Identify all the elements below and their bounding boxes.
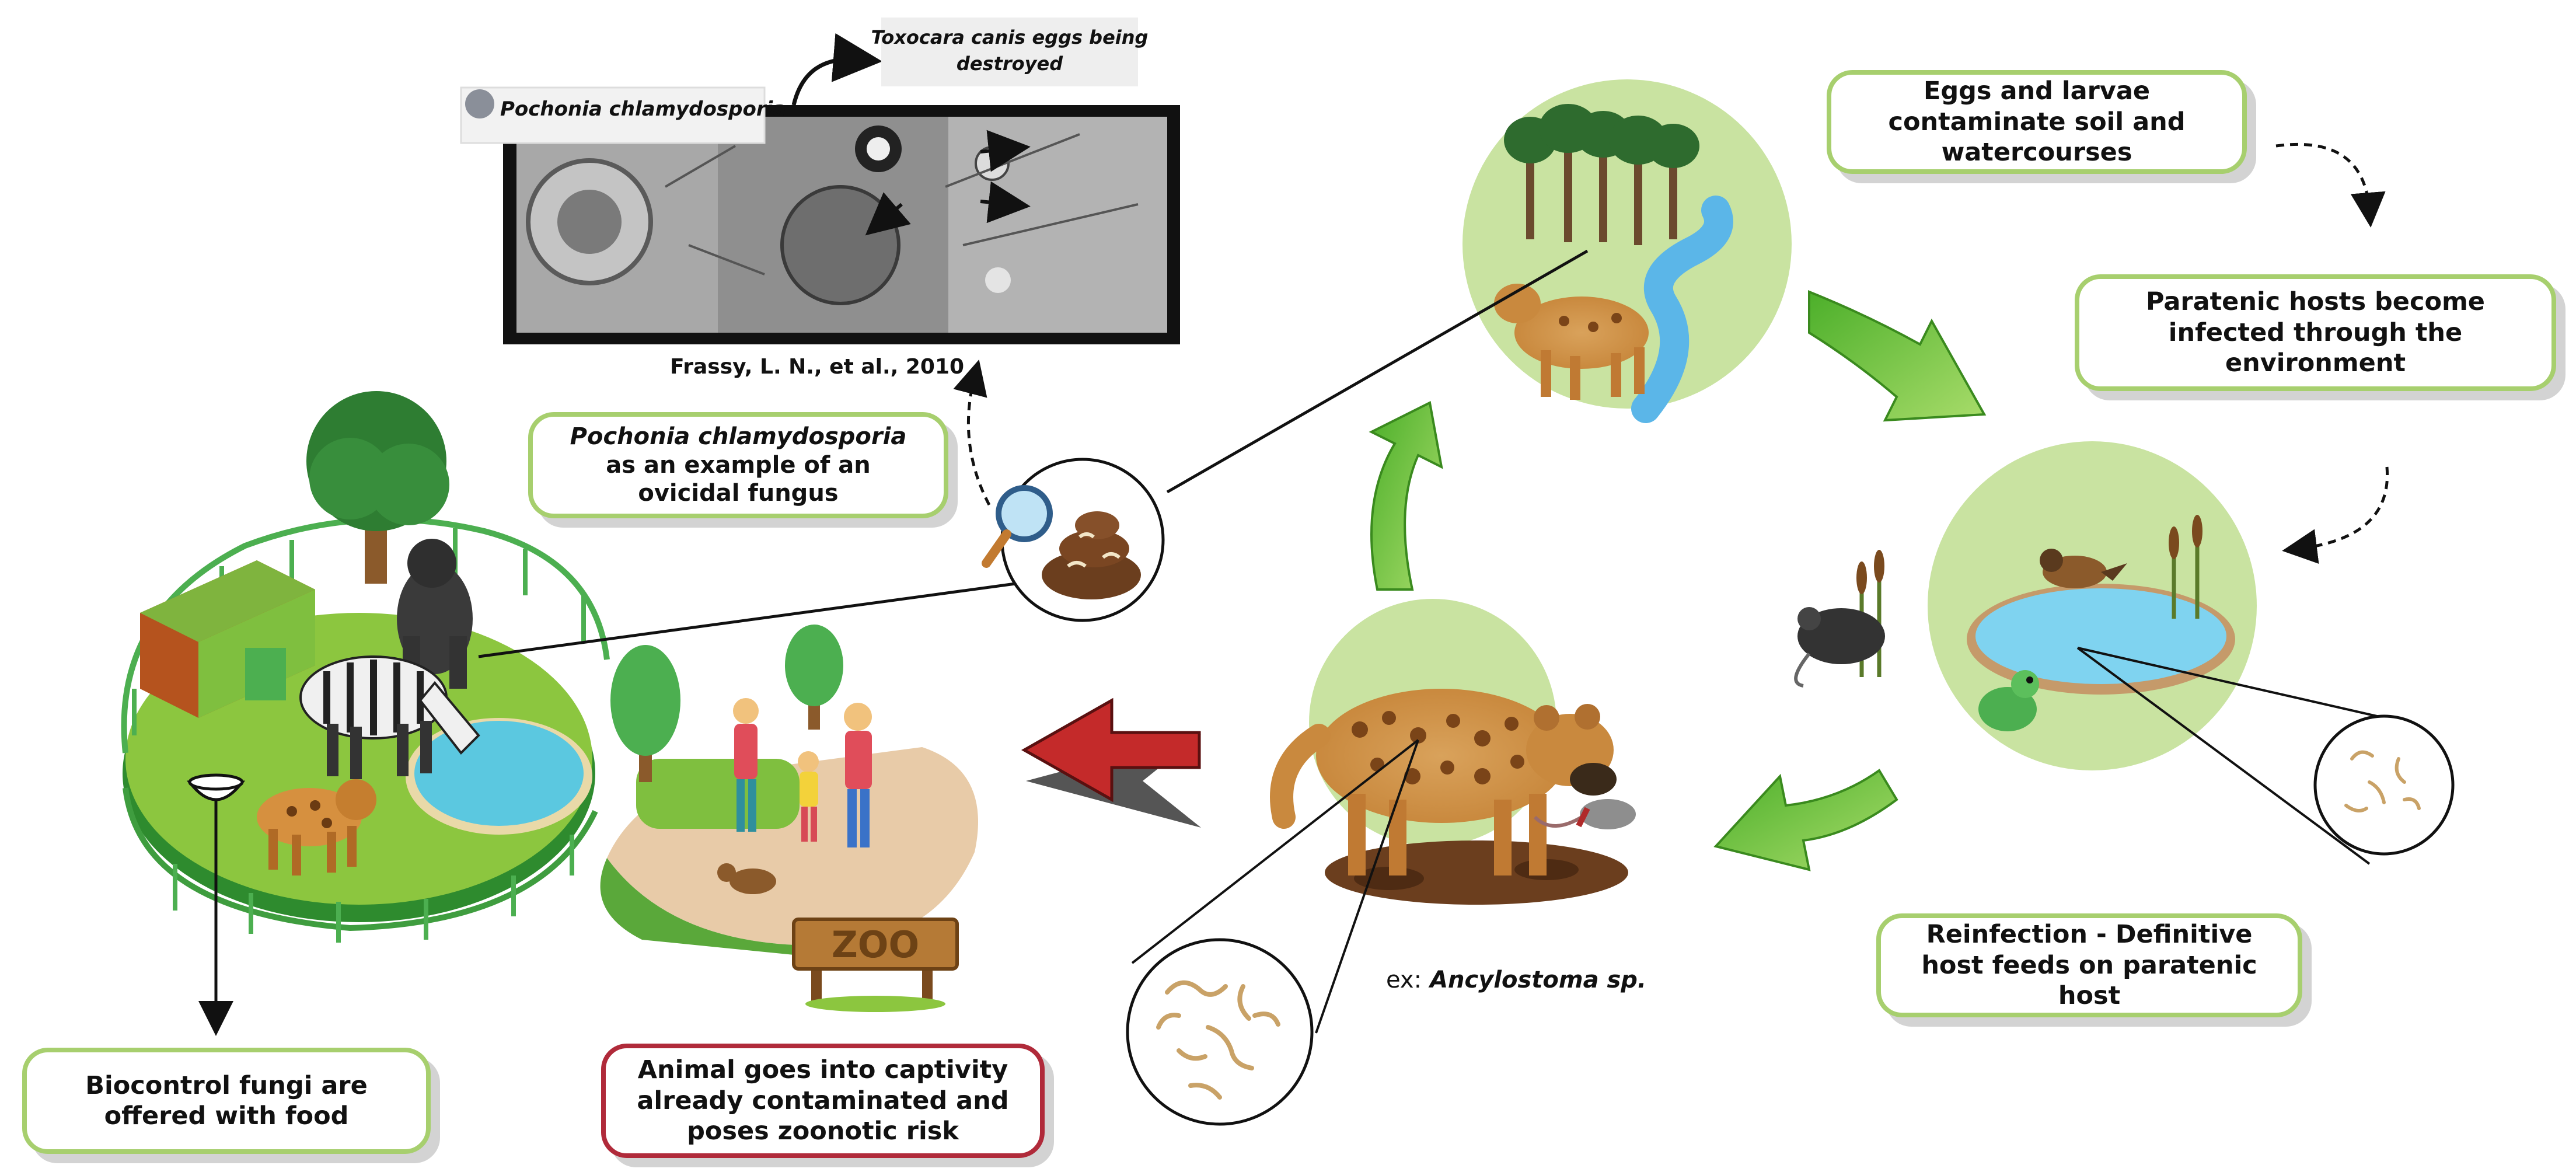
- curved-arrow-icon: [791, 33, 882, 106]
- micrograph-panel: [503, 105, 1180, 344]
- central-hyena-circle: [1270, 599, 1636, 905]
- prey-rat: [1533, 799, 1636, 829]
- cycle-arrow-right: [1808, 290, 1987, 422]
- big-red-arrow-icon: [1021, 697, 1201, 803]
- cycle-arrow-up: [1369, 401, 1443, 591]
- example-caption: ex:Ancylostoma sp.: [1386, 967, 1646, 993]
- ovicidal-species-label: Pochonia chlamydosporia: [570, 423, 907, 450]
- frog: [1978, 670, 2039, 731]
- label-bullet-icon: [465, 89, 494, 118]
- visitor-area: ZOO: [600, 625, 978, 1012]
- larvae-circle-right: [2076, 647, 2455, 865]
- dashed-arrow-to-micrograph: [953, 359, 991, 506]
- environment-circle: [1462, 79, 1792, 423]
- ovicidal-description: as an example of an ovicidal fungus: [606, 451, 871, 507]
- destroyed-label-line2: destroyed: [957, 53, 1063, 75]
- example-prefix: ex:: [1386, 967, 1422, 993]
- sparrow: [2040, 549, 2127, 588]
- destroyed-label-line1: Toxocara canis eggs being: [871, 26, 1149, 48]
- zebra: [299, 655, 480, 779]
- zoo-sign-text: ZOO: [832, 923, 919, 966]
- paratenic-hosts-box: Paratenic hosts become infected through …: [2075, 274, 2556, 391]
- pond-circle: [1794, 441, 2257, 770]
- destroyed-label-box: Toxocara canis eggs being destroyed: [871, 18, 1149, 86]
- rat: [1794, 607, 1885, 688]
- dashed-arrow-paratenic-to-pond: [2282, 466, 2389, 564]
- river: [1631, 196, 1733, 423]
- feces-magnifier-circle: [982, 458, 1165, 622]
- hedge: [636, 759, 800, 829]
- enclosure-hyena: [257, 779, 376, 875]
- enclosure-tree: [306, 391, 449, 584]
- pond: [1975, 588, 2226, 684]
- visitor-family: [733, 698, 872, 847]
- dashed-arrow-eggs-to-paratenic: [2275, 142, 2386, 228]
- species-label-tag: Pochonia chlamydosporia: [460, 86, 786, 144]
- egg-being-destroyed: [780, 185, 900, 305]
- food-bowl-icon: [186, 773, 246, 801]
- visitor-tree-right: [785, 625, 843, 730]
- enclosure-pond: [414, 721, 584, 826]
- reinfection-box: Reinfection - Definitive host feeds on p…: [1876, 913, 2302, 1017]
- walking-hyena: [1494, 284, 1649, 400]
- magnifier-leader-line: [1166, 249, 1589, 494]
- eggs-larvae-box: Eggs and larvae contaminate soil and wat…: [1827, 70, 2247, 174]
- zoo-enclosure: [121, 391, 610, 1036]
- ovicidal-fungus-box: Pochonia chlamydosporia as an example of…: [528, 412, 948, 518]
- shed: [140, 560, 315, 718]
- enclosure-leader-line: [478, 582, 1016, 658]
- citation-text: Frassy, L. N., et al., 2010: [670, 355, 964, 379]
- forest: [1504, 104, 1699, 245]
- captivity-risk-box: Animal goes into captivity already conta…: [601, 1044, 1045, 1158]
- example-species: Ancylostoma sp.: [1428, 967, 1646, 993]
- larvae-circle-left: [1126, 739, 1419, 1126]
- magnifier-icon: [982, 485, 1053, 568]
- species-label: Pochonia chlamydosporia: [500, 97, 786, 121]
- hyena: [1270, 689, 1617, 875]
- zoo-sign: ZOO: [792, 918, 959, 1012]
- visitor-tree-left: [610, 645, 680, 782]
- dog: [717, 863, 776, 894]
- biocontrol-box: Biocontrol fungi are offered with food: [22, 1048, 431, 1154]
- cycle-arrow-down-left: [1713, 769, 1898, 871]
- larvae-icon: [1156, 980, 1280, 1100]
